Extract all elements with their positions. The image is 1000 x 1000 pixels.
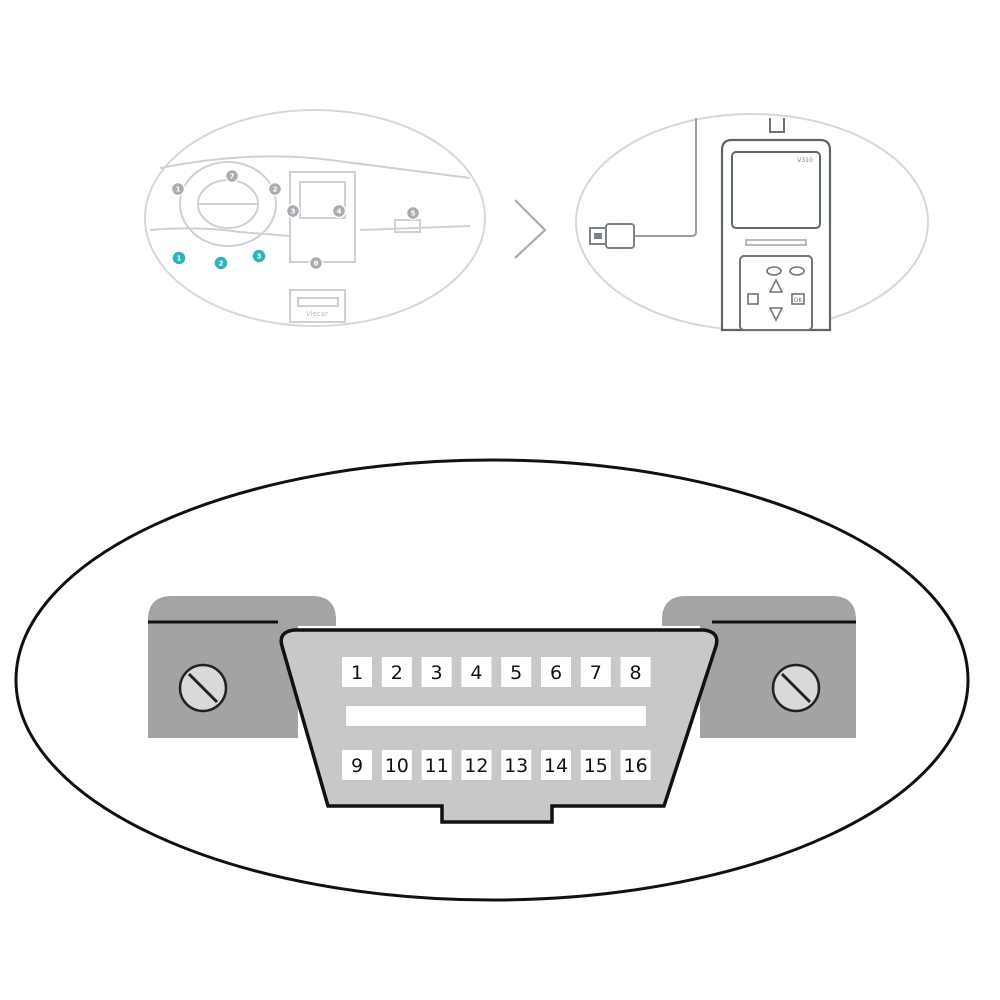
svg-text:3: 3 [291,208,296,216]
dashboard-marker-m-c: 3 [285,203,301,219]
dashboard-marker-m-e: 5 [405,205,421,221]
scanner-cable-connector [769,118,785,133]
pin-label: 15 [584,755,608,777]
scanner-ok-button [791,293,805,305]
pin-11: 11 [421,750,452,780]
scanner-right-oval-button [789,266,805,276]
down-arrow-icon [768,307,784,322]
right-screw-slot [780,672,812,704]
dashboard-marker-m-f: 6 [308,255,324,271]
pin-14: 14 [541,750,571,780]
pin-5: 5 [501,657,532,687]
dashboard-marker-m-g: 7 [224,168,240,184]
pin-label: 8 [630,662,642,684]
svg-text:6: 6 [314,260,319,268]
pin-label: 2 [391,662,403,684]
dashboard-marker-m-d: 4 [331,203,347,219]
pin-2: 2 [381,657,412,687]
pin-label: 3 [431,662,443,684]
dashboard-marker-t-1: 1 [171,250,187,266]
svg-text:2: 2 [219,260,224,268]
usb-plug-icon [589,223,635,249]
scanner-left-oval-button [766,266,782,276]
port-label: Viecar [306,310,328,318]
pin-label: 13 [504,755,528,777]
scanner-illustration: V310 OK [575,113,929,332]
pin-label: 16 [624,755,648,777]
pin-label: 9 [351,755,363,777]
pin-15: 15 [580,750,611,780]
dashboard-marker-m-a: 1 [170,181,186,197]
scanner-ok-label: OK [794,297,804,304]
svg-text:4: 4 [337,208,342,216]
pin-3: 3 [421,657,452,687]
pin-16: 16 [620,750,651,780]
pin-row-top: 1 2 3 4 5 6 7 8 [342,657,651,687]
pin-row-bottom: 9 10 11 12 13 14 15 16 [342,750,651,780]
pin-7: 7 [580,657,611,687]
pin-label: 11 [425,755,449,777]
pin-8: 8 [620,657,651,687]
gray-markers: 1 2 3 4 5 6 7 [170,168,421,271]
pin-1: 1 [342,657,372,687]
svg-text:1: 1 [176,186,181,194]
connector-key-slot [346,706,646,726]
pin-label: 4 [470,662,482,684]
scanner-device: V310 OK [720,138,832,332]
pin-label: 1 [351,662,363,684]
pin-6: 6 [541,657,571,687]
pin-label: 14 [544,755,568,777]
pin-9: 9 [342,750,372,780]
pin-12: 12 [461,750,492,780]
svg-text:1: 1 [177,255,182,263]
teal-markers: 1 2 3 [171,248,267,271]
left-bracket [148,596,336,738]
svg-text:7: 7 [230,173,235,181]
usb-cable [634,118,697,237]
scanner-model: V310 [797,157,813,164]
up-arrow-icon [768,278,784,293]
dashboard-marker-t-3: 3 [251,248,267,264]
pin-label: 6 [550,662,562,684]
pin-label: 5 [510,662,522,684]
pin-4: 4 [461,657,492,687]
dashboard-illustration: Viecar 1 2 3 4 5 6 7 1 2 3 [144,109,486,327]
scanner-screen [731,151,821,229]
dashboard-marker-m-b: 2 [267,181,283,197]
left-screw-slot [187,672,219,704]
right-bracket [662,596,856,738]
scanner-back-button [747,293,759,305]
pin-label: 10 [385,755,409,777]
pin-10: 10 [381,750,412,780]
svg-text:2: 2 [273,186,278,194]
pin-label: 12 [464,755,488,777]
pin-13: 13 [501,750,532,780]
pin-label: 7 [590,662,602,684]
dashboard-marker-t-2: 2 [213,255,229,271]
svg-text:5: 5 [411,210,416,218]
svg-text:3: 3 [257,253,262,261]
chevron-right-icon [514,199,547,259]
